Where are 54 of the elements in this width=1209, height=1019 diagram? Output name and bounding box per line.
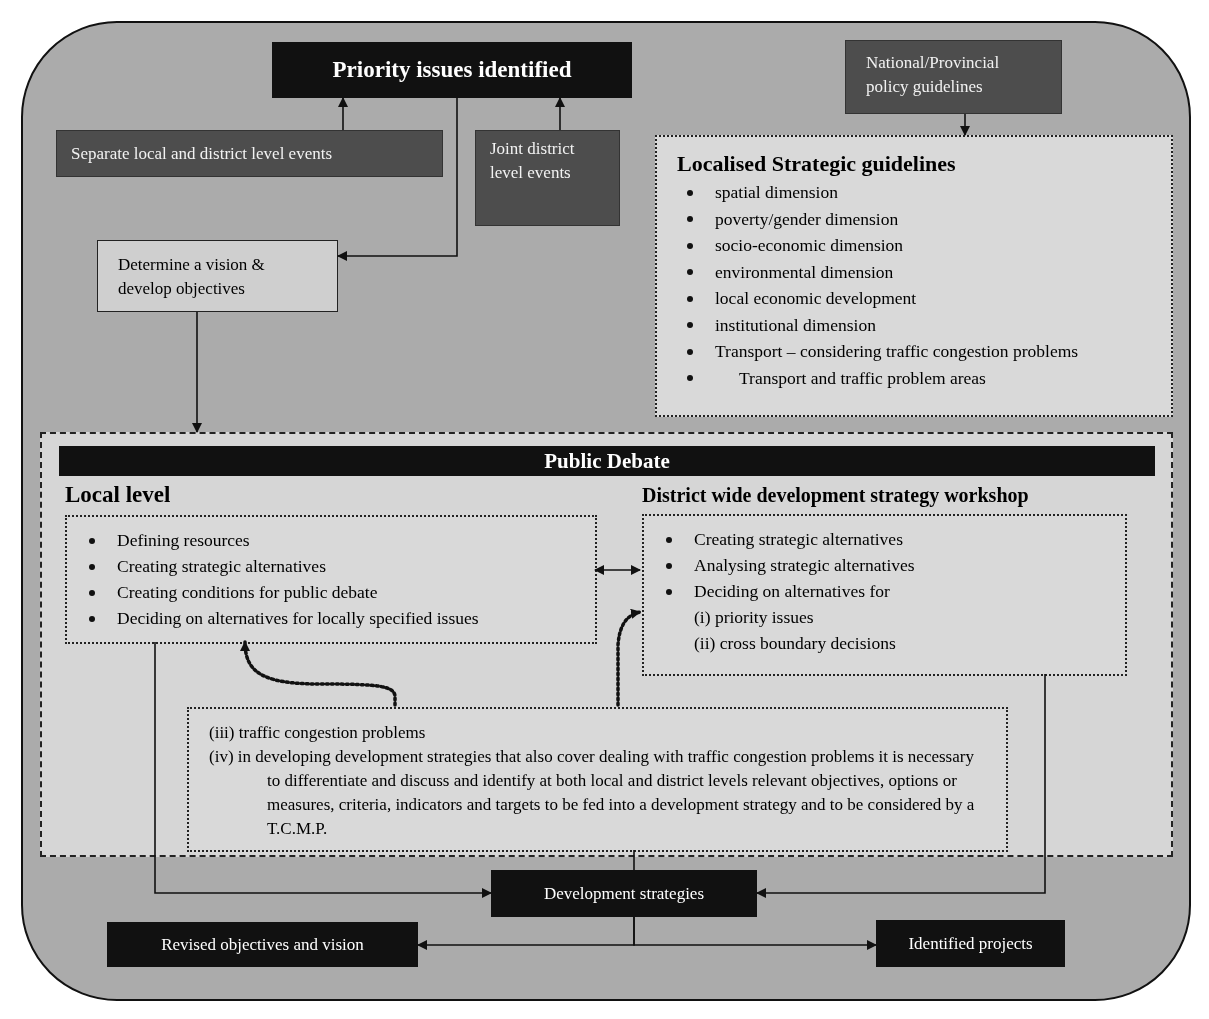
bullet-item: local economic development	[677, 285, 1151, 312]
input-box	[845, 40, 1062, 114]
output-box	[107, 922, 418, 967]
process-box	[97, 240, 338, 312]
process-box	[272, 42, 632, 98]
bullet-item: environmental dimension	[677, 258, 1151, 285]
label: (iii) traffic congestion problems	[209, 722, 427, 744]
arrow	[192, 311, 202, 433]
bullet-item: Defining resources	[79, 527, 583, 553]
arrow	[960, 113, 970, 136]
guidelines-box	[655, 135, 1173, 417]
bullet-item: Deciding on alternatives for locally specified issues	[79, 605, 583, 631]
list-item: (i) priority issues	[693, 606, 815, 629]
label: Development strategies	[544, 883, 704, 904]
label: Separate local and district level events	[71, 142, 333, 165]
heading: Local level	[65, 481, 171, 509]
header-bar	[59, 446, 1155, 476]
label: (iv) in developing development strategies that also cover dealing with traffic congestion problems it is necessary to differentiate and discuss and identify at both local and district levels relevant objectives, options or measures, criteria, indicators and targets to be fed into a development strategy and to be considered by a T.C.M.P.	[209, 746, 976, 840]
bullet-item: Deciding on alternatives for	[656, 578, 1113, 604]
label: Identified projects	[908, 933, 1033, 954]
bullet-item: poverty/gender dimension	[677, 205, 1151, 232]
bullet-item: Analysing strategic alternatives	[656, 552, 1113, 578]
connector-line	[633, 849, 635, 871]
label: Determine a vision & develop objectives	[118, 254, 266, 300]
arrow	[338, 97, 348, 131]
bullet-item: Transport – considering traffic congestion problems	[677, 338, 1151, 365]
bullet-item: Creating strategic alternatives	[656, 526, 1113, 552]
list-item: (ii) cross boundary decisions	[693, 632, 897, 655]
arrow	[337, 97, 458, 261]
label: National/Provincial policy guidelines	[866, 52, 1001, 98]
process-box	[491, 870, 757, 917]
heading: Localised Strategic guidelines	[677, 150, 957, 178]
bullet-item: Creating strategic alternatives	[79, 553, 583, 579]
bullet-item: spatial dimension	[677, 179, 1151, 206]
arrow	[633, 916, 877, 950]
heading: District wide development strategy workshop	[642, 483, 1029, 509]
note-box	[187, 707, 1008, 852]
event-box	[475, 130, 620, 226]
arrow	[616, 609, 642, 707]
bullet-item: Transport and traffic problem areas	[677, 364, 1151, 391]
output-box	[876, 920, 1065, 967]
event-box	[56, 130, 443, 177]
arrow	[756, 673, 1046, 898]
label: Revised objectives and vision	[161, 934, 364, 955]
bullet-item: institutional dimension	[677, 311, 1151, 338]
debate-panel	[40, 432, 1173, 857]
arrow	[594, 565, 641, 575]
label: Joint district level events	[490, 138, 576, 184]
label: Public Debate	[544, 448, 670, 474]
bullet-item: Creating conditions for public debate	[79, 579, 583, 605]
bullet-item: socio-economic dimension	[677, 232, 1151, 259]
label: Priority issues identified	[332, 57, 572, 83]
arrow	[555, 97, 565, 131]
arrow	[154, 641, 492, 898]
